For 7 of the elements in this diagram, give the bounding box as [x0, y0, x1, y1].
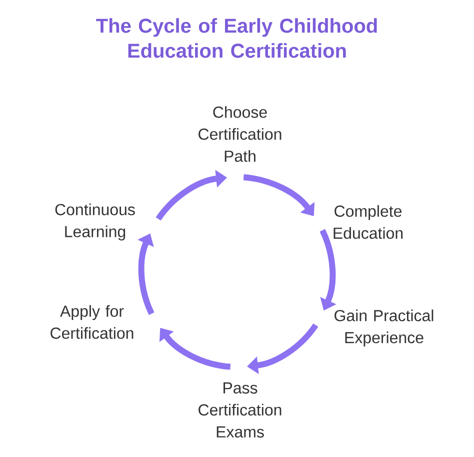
title: The Cycle of Early Childhood Education Certification [96, 18, 377, 58]
step-label: Pass Certification Exams [198, 382, 282, 438]
step-label: Apply for Certification [50, 305, 134, 339]
step-label: Complete Education [334, 205, 403, 239]
step-label: Gain Practical Experience [334, 310, 434, 346]
step-label: Choose Certification Path [198, 106, 282, 162]
step-label: Continuous Learning [55, 204, 135, 240]
